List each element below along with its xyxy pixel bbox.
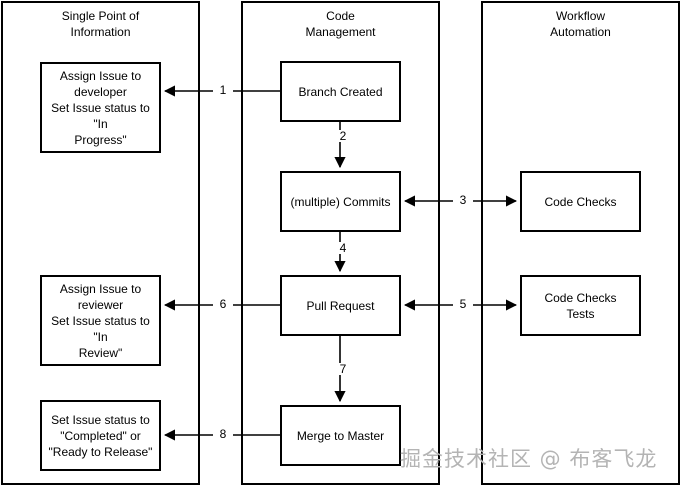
edge-label-4: 4	[333, 242, 353, 254]
node-assign-issue-developer[interactable]: Assign Issue to developer Set Issue stat…	[40, 62, 161, 153]
edge-label-3: 3	[453, 194, 473, 206]
edge-label-7: 7	[333, 363, 353, 375]
edge-label-1: 1	[213, 84, 233, 96]
node-code-checks[interactable]: Code Checks	[520, 171, 641, 232]
node-pull-request[interactable]: Pull Request	[280, 275, 401, 336]
edge-label-6: 6	[213, 298, 233, 310]
edge-label-8: 8	[213, 428, 233, 440]
swimlane-workflow-automation	[481, 1, 680, 485]
node-assign-issue-reviewer[interactable]: Assign Issue to reviewer Set Issue statu…	[40, 275, 161, 366]
node-code-checks-tests[interactable]: Code Checks Tests	[520, 275, 641, 336]
watermark-text: 掘金技术社区 @ 布客飞龙	[400, 447, 658, 471]
node-multiple-commits[interactable]: (multiple) Commits	[280, 171, 401, 232]
edge-label-2: 2	[333, 130, 353, 142]
swimlane-title-workflow-automation: Workflow Automation	[550, 9, 611, 39]
node-merge-to-master[interactable]: Merge to Master	[280, 405, 401, 466]
swimlane-title-single-point-of-information: Single Point of Information	[61, 9, 140, 39]
edge-label-5: 5	[453, 298, 473, 310]
swimlane-title-code-management: Code Management	[305, 9, 376, 39]
node-branch-created[interactable]: Branch Created	[280, 61, 401, 122]
node-set-issue-completed[interactable]: Set Issue status to "Completed" or "Read…	[40, 400, 161, 471]
